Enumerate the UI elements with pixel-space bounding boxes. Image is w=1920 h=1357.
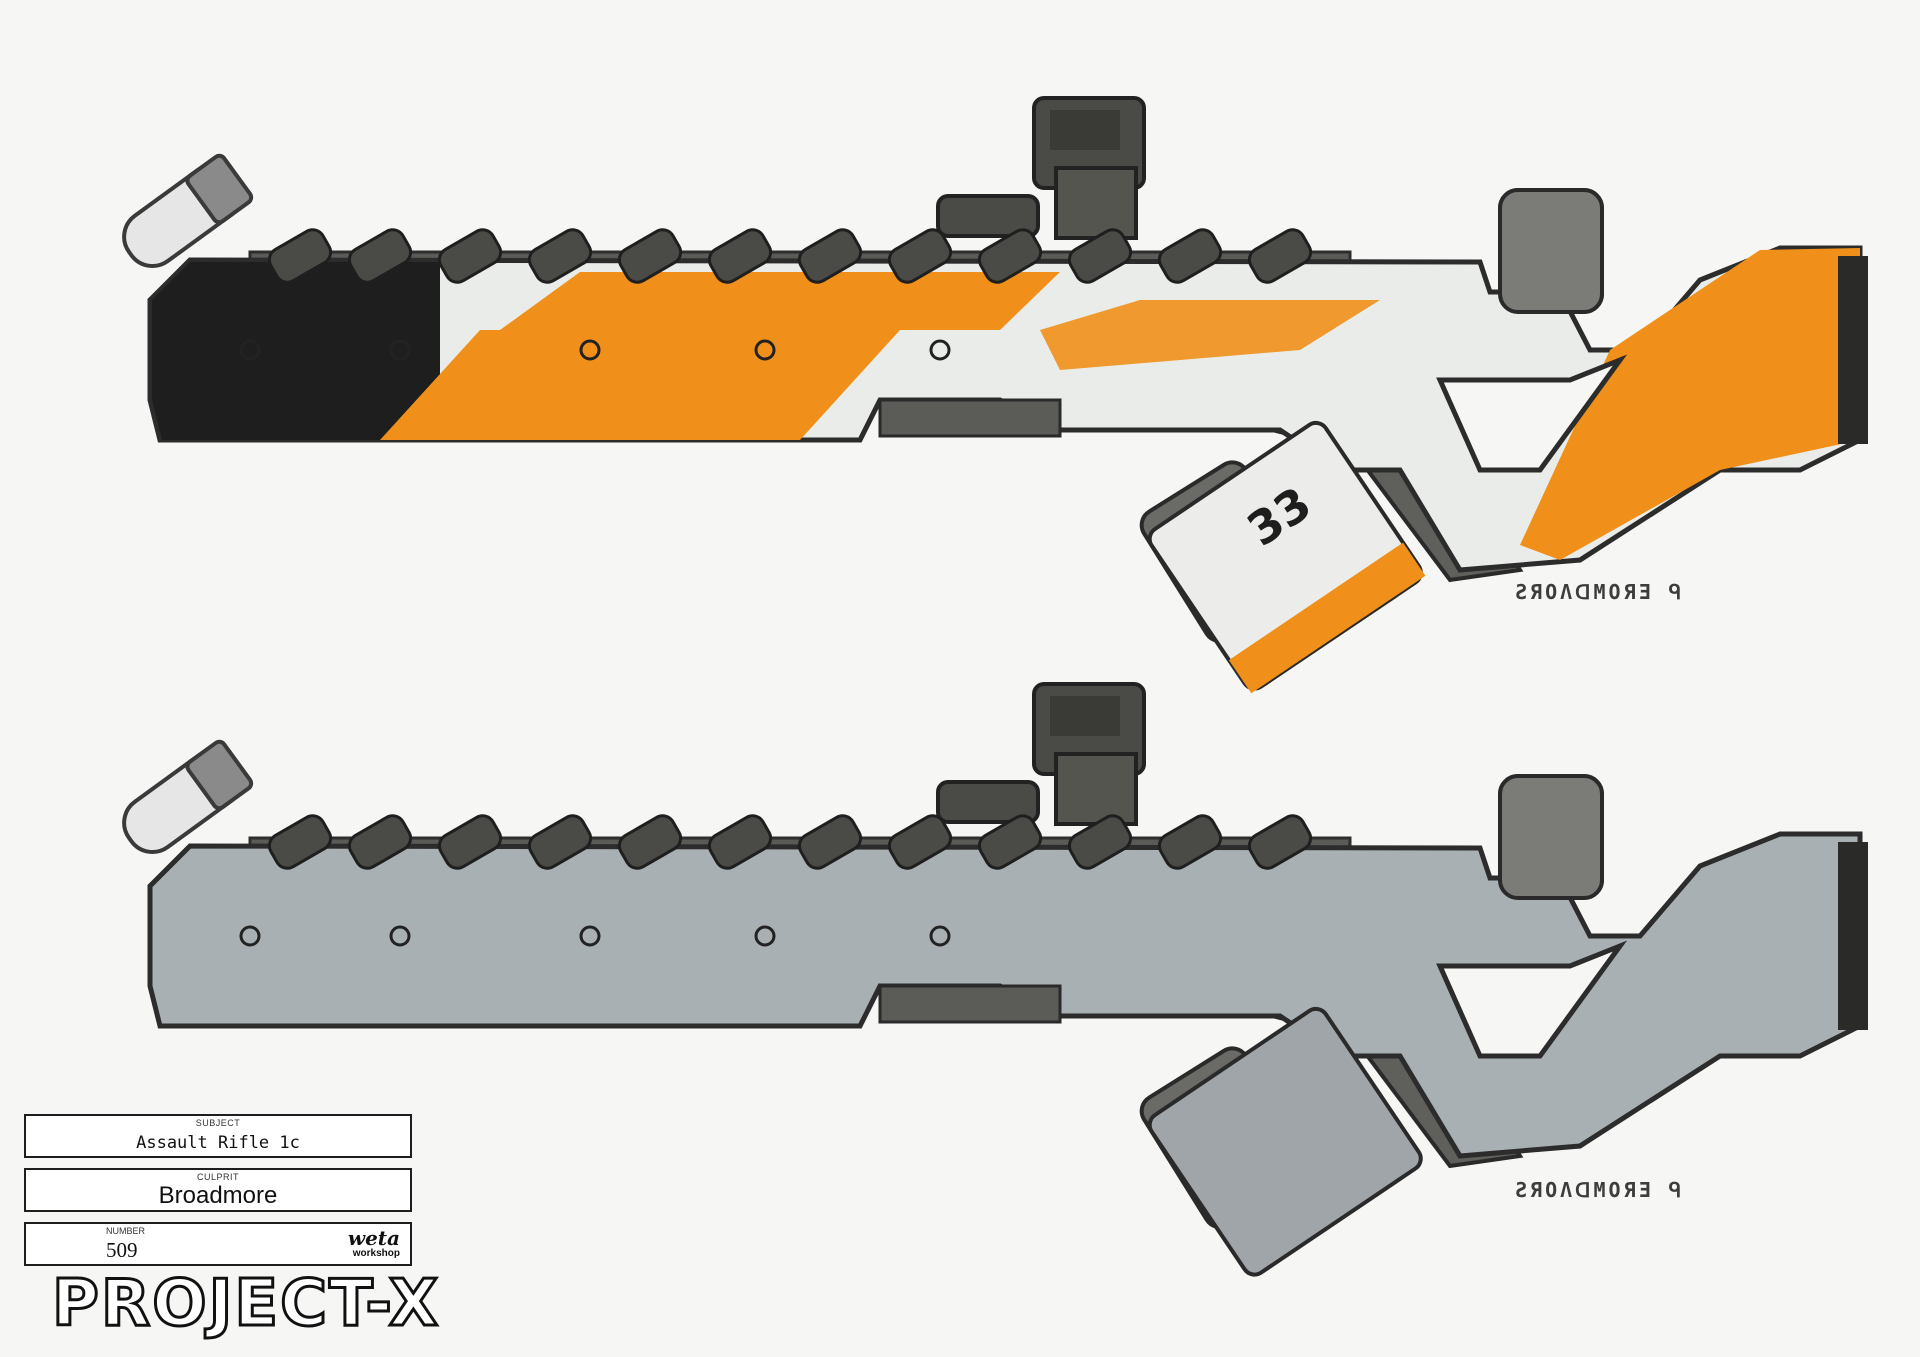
rifle-grey xyxy=(111,682,1868,1277)
weta-logo: weta workshop xyxy=(348,1228,400,1260)
subject-box: SUBJECT Assault Rifle 1c xyxy=(24,1114,412,1158)
weta-logo-text: weta xyxy=(347,1226,400,1250)
broadmore-signature-bottom: ƧЯOΛᗡMOЯƎ ᑫ xyxy=(1515,1178,1685,1202)
number-label: NUMBER xyxy=(106,1226,146,1236)
culprit-value: Broadmore xyxy=(158,1182,278,1209)
number-box: NUMBER 509 weta workshop xyxy=(24,1222,412,1266)
culprit-label: CULPRIT xyxy=(196,1172,239,1182)
subject-value: Assault Rifle 1c xyxy=(136,1133,300,1153)
project-title: PROJECT-X xyxy=(50,1267,441,1341)
broadmore-signature-top: ƧЯOΛᗡMOЯƎ ᑫ xyxy=(1515,580,1685,604)
subject-label: SUBJECT xyxy=(195,1118,241,1128)
rifle-orange-white: 33 xyxy=(111,96,1868,694)
number-value: 509 xyxy=(106,1238,138,1262)
culprit-box: CULPRIT Broadmore xyxy=(24,1168,412,1212)
weta-logo-subtext: workshop xyxy=(352,1248,400,1259)
